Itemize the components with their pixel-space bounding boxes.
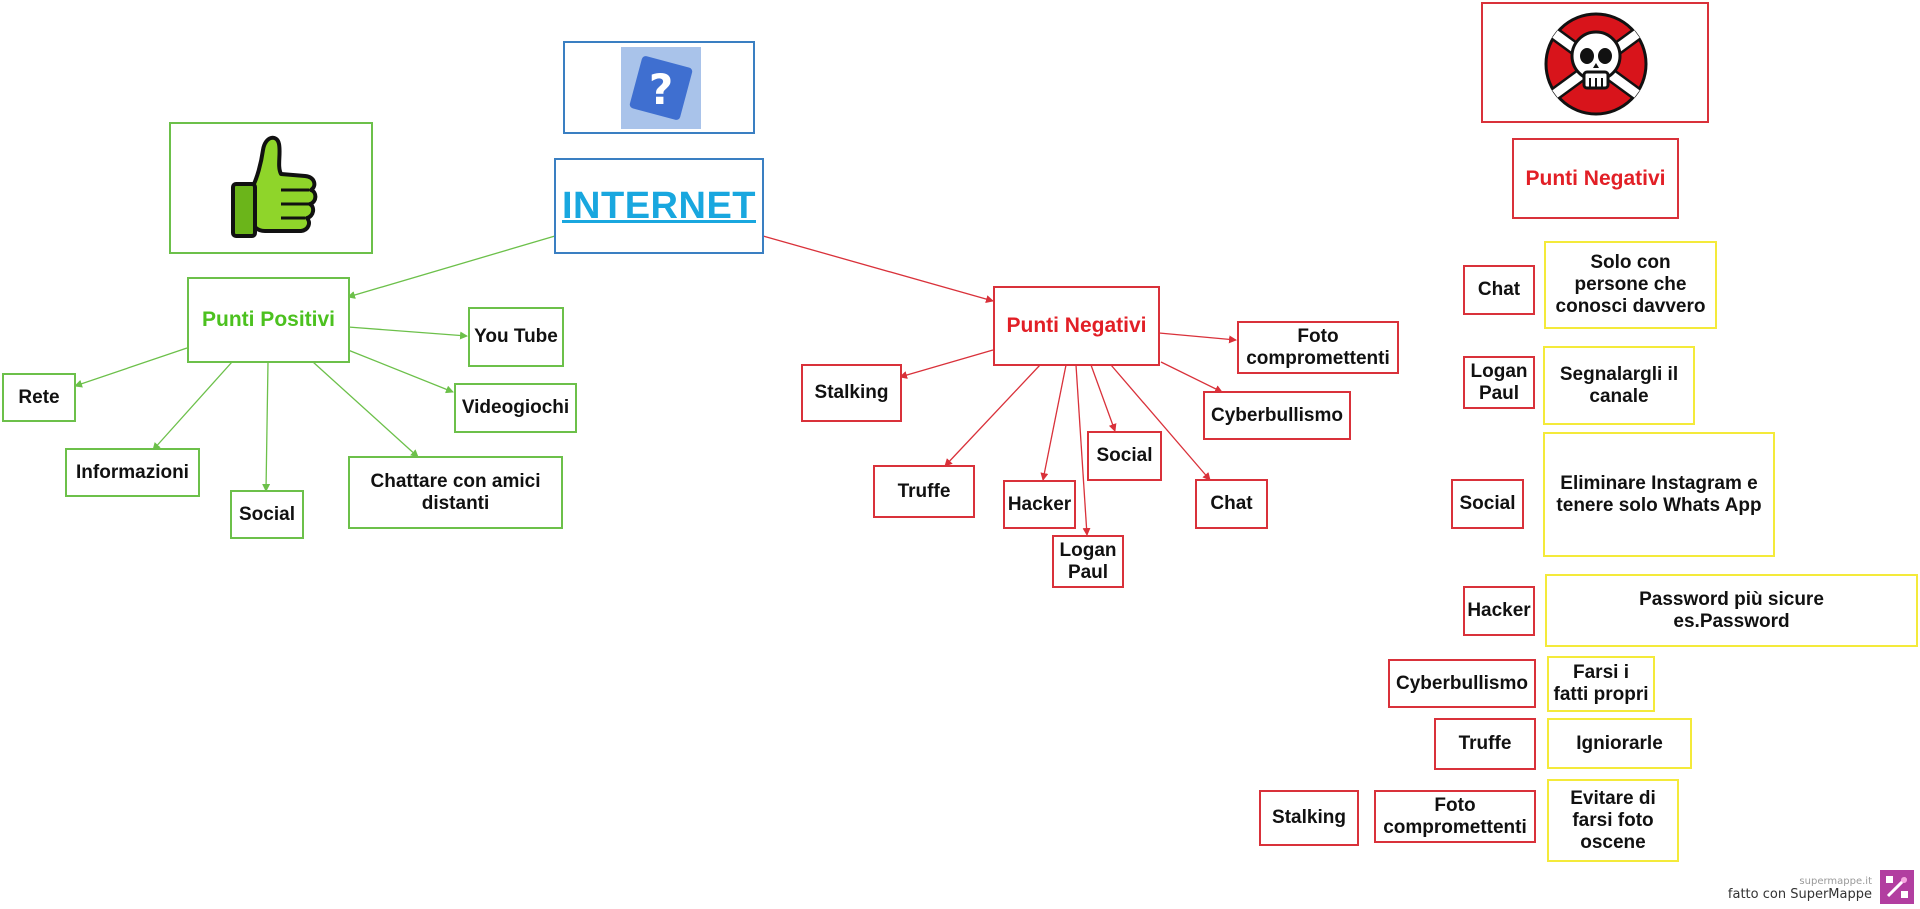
positive-node-social[interactable]: Social (230, 490, 304, 539)
link-positive-informazioni (152, 361, 233, 451)
remedy-solution-logan-paul[interactable]: Segnalargli il canale (1543, 346, 1695, 425)
negative-node-foto[interactable]: Foto compromettenti (1237, 321, 1399, 374)
remedy-solution-truffe[interactable]: Igniorarle (1547, 718, 1692, 769)
link-negative-truffe (944, 364, 1041, 467)
link-positive-rete (74, 347, 188, 388)
link-negative-stalking (899, 349, 994, 379)
positive-node-videogiochi[interactable]: Videogiochi (454, 383, 577, 433)
remedy-solution-chat[interactable]: Solo con persone che conosci davvero (1544, 241, 1717, 329)
remedies-title-node[interactable]: Punti Negativi (1512, 138, 1679, 219)
footer-made-with: fatto con SuperMappe (1727, 887, 1872, 902)
negative-node-cyberbullismo[interactable]: Cyberbullismo (1203, 391, 1351, 440)
svg-text:?: ? (649, 65, 673, 114)
negative-points-node[interactable]: Punti Negativi (993, 286, 1160, 366)
negative-node-stalking[interactable]: Stalking (801, 364, 902, 422)
central-node-internet[interactable]: INTERNET (554, 158, 764, 254)
negative-node-truffe[interactable]: Truffe (873, 465, 975, 518)
link-negative-cyber (1160, 361, 1223, 393)
remedy-problem-logan-paul[interactable]: Logan Paul (1463, 356, 1535, 409)
link-positive-videogiochi (347, 349, 454, 394)
remedy-extra-stalking[interactable]: Stalking (1259, 790, 1359, 846)
footer-site: supermappe.it (1799, 876, 1872, 887)
remedy-problem-cyberbullismo[interactable]: Cyberbullismo (1388, 659, 1536, 708)
positive-points-node[interactable]: Punti Positivi (187, 277, 350, 363)
link-internet-negative (762, 235, 994, 303)
remedy-solution-cyberbullismo[interactable]: Farsi i fatti propri (1547, 656, 1655, 712)
positive-node-informazioni[interactable]: Informazioni (65, 448, 200, 497)
positive-node-chattare[interactable]: Chattare con amici distanti (348, 456, 563, 529)
question-box: ? (563, 41, 755, 134)
link-negative-logan (1075, 364, 1091, 536)
link-negative-social (1090, 364, 1117, 432)
negative-node-chat[interactable]: Chat (1195, 479, 1268, 529)
negative-node-social[interactable]: Social (1087, 431, 1162, 481)
remedy-problem-social[interactable]: Social (1451, 479, 1524, 529)
remedy-problem-chat[interactable]: Chat (1463, 265, 1535, 315)
remedy-solution-social[interactable]: Eliminare Instagram e tenere solo Whats … (1543, 432, 1775, 557)
negative-node-hacker[interactable]: Hacker (1003, 480, 1076, 529)
link-positive-chattare (312, 361, 419, 458)
link-internet-positive (347, 235, 556, 299)
skull-box (1481, 2, 1709, 123)
footer-credit: supermappe.it fatto con SuperMappe (1728, 876, 1872, 902)
link-positive-youtube (347, 326, 468, 340)
question-icon: ? (621, 47, 701, 129)
positive-node-youtube[interactable]: You Tube (468, 307, 564, 367)
remedy-problem-foto[interactable]: Foto compromettenti (1374, 790, 1536, 843)
remedy-problem-truffe[interactable]: Truffe (1434, 718, 1536, 770)
remedy-solution-foto[interactable]: Evitare di farsi foto oscene (1547, 779, 1679, 862)
thumbs-up-icon (231, 135, 318, 238)
link-negative-foto (1158, 332, 1237, 344)
remedy-problem-hacker[interactable]: Hacker (1463, 586, 1535, 636)
positive-node-rete[interactable]: Rete (2, 373, 76, 422)
supermappe-logo-icon[interactable] (1880, 870, 1914, 904)
negative-node-logan-paul[interactable]: Logan Paul (1052, 535, 1124, 588)
link-negative-hacker (1040, 364, 1067, 481)
remedy-solution-hacker[interactable]: Password più sicure es.Password (1545, 574, 1918, 647)
skull-crossbones-icon (1544, 12, 1648, 116)
link-positive-social (262, 361, 271, 492)
thumbs-up-box (169, 122, 373, 254)
